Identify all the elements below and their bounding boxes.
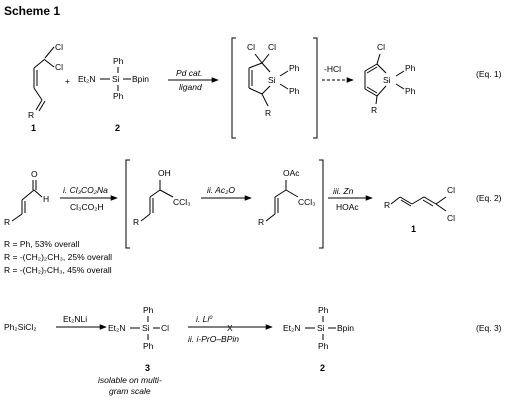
yield-line: R = -(CH₂)₂CH₃, 25% overall (4, 252, 112, 262)
atom-h: H (43, 194, 49, 204)
note-gram-scale: gram scale (109, 386, 151, 396)
compound-label-3: 3 (145, 363, 150, 373)
atom-r: R (384, 200, 390, 210)
reagent-step-ii: ii. Ac₂O (207, 185, 235, 195)
atom-et2n: Et₂N (283, 323, 300, 333)
atom-r: R (133, 217, 139, 227)
yield-line: R = Ph, 53% overall (4, 239, 79, 249)
trichloro-alcohol-intermediate: OH CCl₃ R (133, 168, 191, 227)
atom-cl: Cl (268, 42, 276, 52)
atom-et2n: Et₂N (108, 323, 125, 333)
scheme-title: Scheme 1 (4, 4, 60, 18)
atom-si: Si (142, 323, 150, 333)
atom-r: R (265, 108, 271, 118)
silole-product: Cl Si Ph Ph R (364, 42, 416, 115)
atom-cl: Cl (447, 185, 455, 195)
compound-label-2: 2 (115, 123, 120, 133)
atom-bpin: Bpin (337, 323, 354, 333)
reagent-hoac: HOAc (336, 202, 359, 212)
atom-oac: OAc (283, 168, 300, 178)
reagent-step-i-acid: Cl₃CO₂H (70, 202, 104, 212)
elimination-hcl: -HCl (324, 64, 341, 74)
compound-label-1: 1 (31, 123, 36, 133)
reagent-step-i: i. Cl₃CO₂Na (63, 185, 108, 195)
reagent-ligand: ligand (179, 82, 202, 92)
atom-bpin: Bpin (132, 74, 149, 84)
compound-1-product: R Cl Cl (384, 185, 455, 223)
atom-ph: Ph (289, 86, 300, 96)
compound-label-1: 1 (411, 224, 416, 234)
atom-si: Si (268, 75, 276, 85)
atom-cl: Cl (161, 323, 169, 333)
failed-reaction-x: X (227, 323, 233, 333)
reagent-pd-catalyst: Pd cat. (176, 68, 202, 78)
atom-o: O (31, 169, 38, 179)
atom-si: Si (317, 323, 325, 333)
ph2sicl2: Ph₂SiCl₂ (4, 322, 37, 332)
atom-cl: Cl (247, 42, 255, 52)
bracket-left (125, 159, 130, 249)
compound-1-structure: Cl Cl R (28, 42, 63, 120)
equation-label-3: (Eq. 3) (476, 323, 502, 333)
atom-r: R (28, 110, 34, 120)
atom-oh: OH (158, 168, 171, 178)
compound-label-2: 2 (320, 363, 325, 373)
yield-line: R = -(CH₂)₇CH₃, 45% overall (4, 265, 112, 275)
atom-ph: Ph (143, 305, 154, 315)
compound-3-structure: Ph Et₂N Si Cl Ph (108, 305, 169, 351)
atom-ph: Ph (113, 91, 124, 101)
trichloro-acetate-intermediate: OAc CCl₃ R (258, 168, 316, 227)
reagent-step-iii: iii. Zn (333, 186, 354, 196)
bracket-right (319, 159, 324, 249)
equation-label-2: (Eq. 2) (476, 193, 502, 203)
plus-sign: + (65, 76, 70, 86)
compound-2-structure: Ph Et₂N Si Bpin Ph (283, 305, 354, 351)
atom-r: R (258, 217, 264, 227)
reagent-li: i. Li⁰ (196, 314, 213, 324)
atom-ccl3: CCl₃ (173, 197, 191, 207)
atom-cl: Cl (55, 62, 63, 72)
atom-ph: Ph (143, 341, 154, 351)
compound-2-structure: Ph Et₂N Si Bpin Ph (78, 56, 149, 101)
silacycle-intermediate: Cl Cl Si Ph Ph R (247, 42, 300, 118)
atom-si: Si (383, 75, 391, 85)
atom-ph: Ph (318, 341, 329, 351)
atom-ccl3: CCl₃ (298, 197, 316, 207)
atom-r: R (371, 105, 377, 115)
atom-ph: Ph (289, 63, 300, 73)
atom-cl: Cl (447, 213, 455, 223)
reagent-et2nli: Et₂NLi (63, 314, 87, 324)
enal-starting-material: O H R (4, 169, 49, 227)
atom-cl: Cl (55, 42, 63, 52)
note-isolable: isolable on multi- (98, 375, 162, 385)
reagent-iproh-bpin: ii. i-PrO–BPin (188, 334, 239, 344)
atom-ph: Ph (405, 86, 416, 96)
atom-cl: Cl (377, 42, 385, 52)
atom-ph: Ph (318, 305, 329, 315)
atom-ph: Ph (405, 63, 416, 73)
bracket-right (313, 37, 318, 139)
atom-ph: Ph (113, 56, 124, 66)
equation-label-1: (Eq. 1) (476, 69, 502, 79)
atom-si: Si (112, 74, 120, 84)
atom-et2n: Et₂N (78, 74, 95, 84)
bracket-left (231, 37, 236, 139)
atom-r: R (4, 217, 10, 227)
